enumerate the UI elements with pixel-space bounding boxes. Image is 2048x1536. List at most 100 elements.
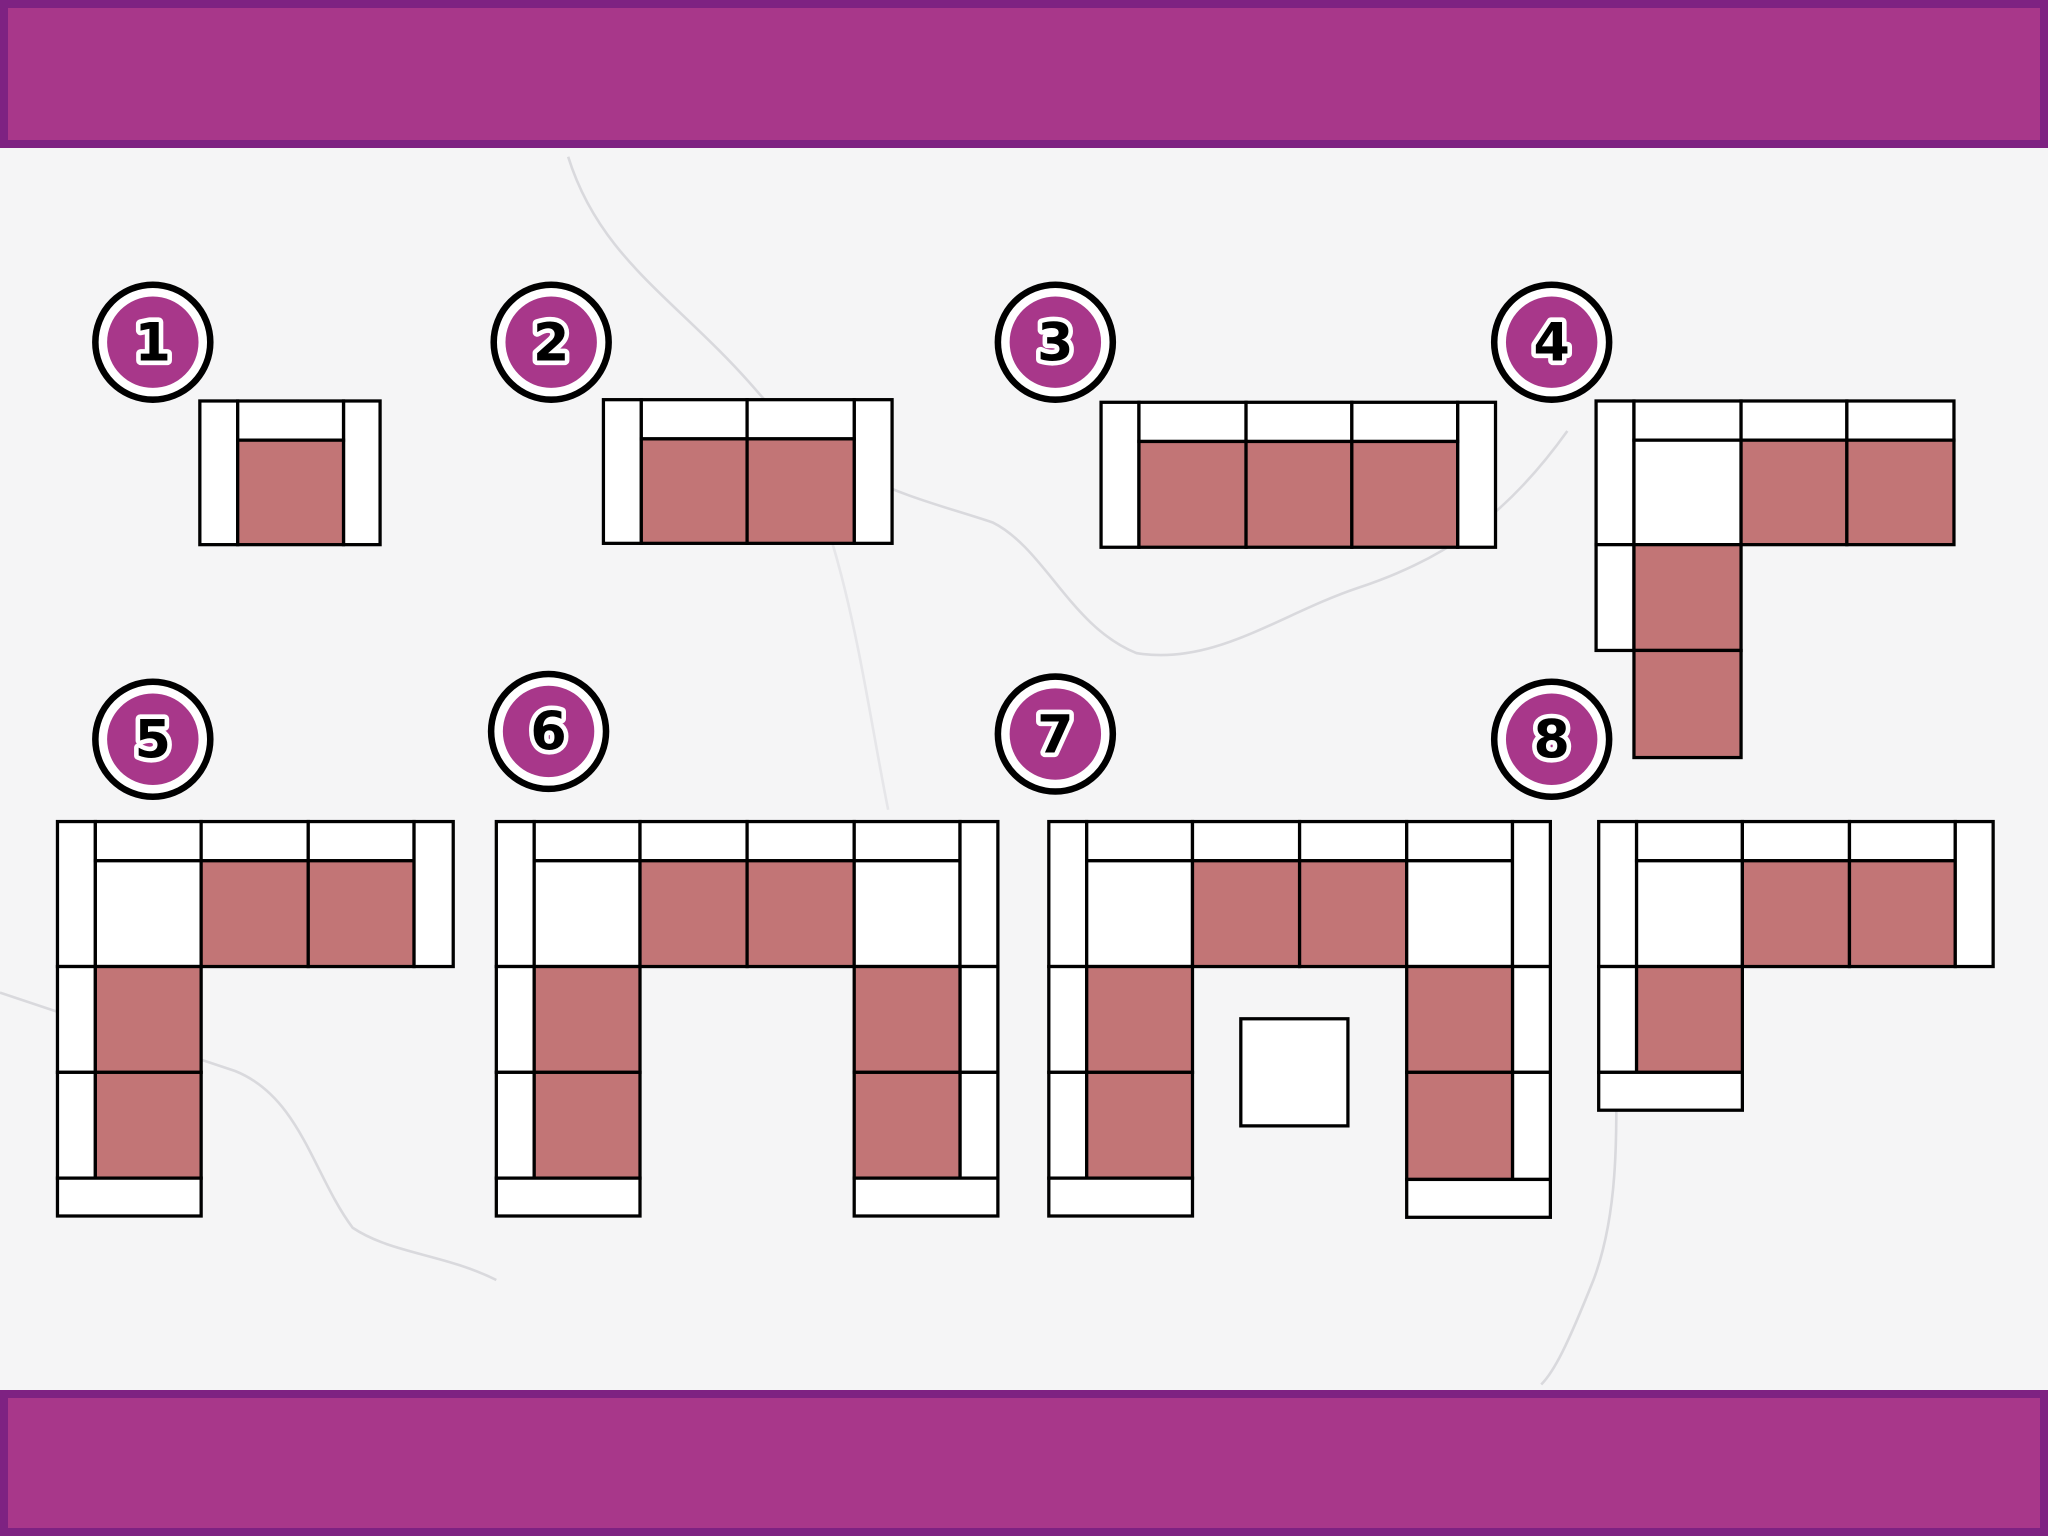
seat-cushion — [306, 859, 416, 969]
sofa-arm — [1594, 399, 1636, 547]
seat-cushion — [532, 1070, 642, 1180]
sofa-backrest — [1847, 819, 1957, 863]
sofa-arm — [1405, 1177, 1552, 1219]
badge-fill — [107, 296, 199, 388]
seat-cushion — [852, 964, 962, 1074]
number-badge: 2 — [490, 281, 612, 403]
sofa-arm — [412, 819, 455, 969]
badge-number: 2 — [533, 313, 569, 373]
number-badge: 8 — [1490, 678, 1613, 800]
seat-cushion — [236, 438, 346, 547]
badge-fill — [1505, 693, 1598, 785]
number-badge: 4 — [1490, 281, 1613, 403]
sofa-configuration-1 — [198, 399, 382, 547]
badge-fill — [502, 685, 595, 778]
sofa-arm — [1510, 819, 1552, 969]
seat-cushion — [1634, 964, 1744, 1074]
sofa-arm — [55, 964, 97, 1074]
corner-seat — [1634, 859, 1744, 969]
number-badge: 5 — [92, 678, 214, 800]
sofa-backrest — [1085, 819, 1195, 863]
sofa-backrest — [236, 399, 346, 442]
sofa-arm — [55, 1070, 97, 1180]
sofa-backrest — [1739, 399, 1849, 442]
badge-number: 6 — [530, 703, 566, 763]
sofa-backrest — [1740, 819, 1852, 863]
seat-cushion — [1085, 1070, 1195, 1180]
corner-seat — [1405, 859, 1515, 969]
badge-number: 8 — [1533, 711, 1569, 771]
seat-cushion — [93, 1070, 203, 1180]
sofa-configuration-8 — [1597, 819, 1995, 1112]
seat-cushion — [1847, 859, 1957, 969]
seat-cushion — [1297, 859, 1409, 969]
badge-number: 7 — [1037, 705, 1073, 765]
badge-fill — [1009, 688, 1102, 780]
sofa-arm — [55, 819, 97, 969]
sofa-arm — [958, 819, 1000, 969]
badge-fill — [505, 296, 597, 388]
sofa-arm — [958, 964, 1000, 1074]
sofa-arm — [1099, 400, 1141, 549]
sofa-backrest — [638, 819, 749, 863]
sofa-arm — [494, 1070, 536, 1180]
sofa-backrest — [93, 819, 203, 863]
sofa-arm — [1047, 964, 1089, 1074]
sofa-arm — [1455, 400, 1498, 549]
corner-seat — [532, 859, 642, 969]
sofa-arm — [1594, 543, 1636, 653]
seat-cushion — [532, 964, 642, 1074]
sofa-backrest — [639, 398, 749, 441]
seat-cushion — [852, 1070, 962, 1180]
seat-cushion — [1739, 438, 1849, 547]
seat-cushion — [1350, 439, 1460, 549]
sofa-configuration-2 — [601, 398, 894, 545]
sofa-configuration-3 — [1099, 400, 1498, 549]
number-badge: 1 — [92, 281, 214, 403]
corner-seat — [852, 859, 962, 969]
sofa-backrest — [532, 819, 642, 863]
sofa-arm — [852, 398, 894, 545]
seat-cushion — [93, 964, 203, 1074]
sofa-arm — [1510, 964, 1552, 1074]
seat-cushion — [1632, 543, 1743, 653]
sofa-backrest — [1405, 819, 1515, 863]
sofa-arm — [1597, 1070, 1744, 1112]
sofa-arm — [1510, 1070, 1552, 1182]
sofa-backrest — [1845, 399, 1956, 442]
sofa-backrest — [745, 398, 856, 441]
sofa-arm — [1047, 819, 1089, 969]
badge-number: 3 — [1037, 313, 1073, 373]
sofa-arm — [1597, 964, 1639, 1074]
corner-seat — [1085, 859, 1195, 969]
sofa-arm — [198, 399, 240, 547]
bottom-banner — [0, 1390, 2048, 1536]
seat-cushion — [1405, 964, 1515, 1074]
sofa-configuration-7 — [1047, 819, 1552, 1219]
badge-fill — [107, 693, 199, 785]
ottoman — [1239, 1017, 1350, 1128]
sofa-arm — [1597, 819, 1639, 969]
sofa-arm — [341, 399, 382, 547]
sofa-backrest — [1244, 400, 1354, 444]
sofa-arm — [1953, 819, 1995, 969]
sofa-backrest — [1190, 819, 1302, 863]
seat-cushion — [199, 859, 310, 969]
sofa-configuration-5 — [55, 819, 455, 1218]
sofa-arm — [1047, 1070, 1089, 1180]
sofa-arm — [1047, 1176, 1195, 1218]
seat-cushion — [1632, 648, 1743, 760]
sofa-arm — [601, 398, 643, 545]
sofa-backrest — [852, 819, 962, 863]
sofa-arm — [852, 1176, 1000, 1218]
badge-number: 5 — [135, 711, 171, 771]
seat-cushion — [1845, 438, 1956, 547]
number-badge: 3 — [994, 281, 1117, 403]
number-badge: 7 — [994, 673, 1117, 795]
seat-cushion — [1137, 439, 1248, 549]
badge-fill — [1505, 296, 1598, 388]
sofa-arm — [494, 1176, 642, 1218]
seat-cushion — [745, 859, 856, 969]
sofa-backrest — [1297, 819, 1409, 863]
